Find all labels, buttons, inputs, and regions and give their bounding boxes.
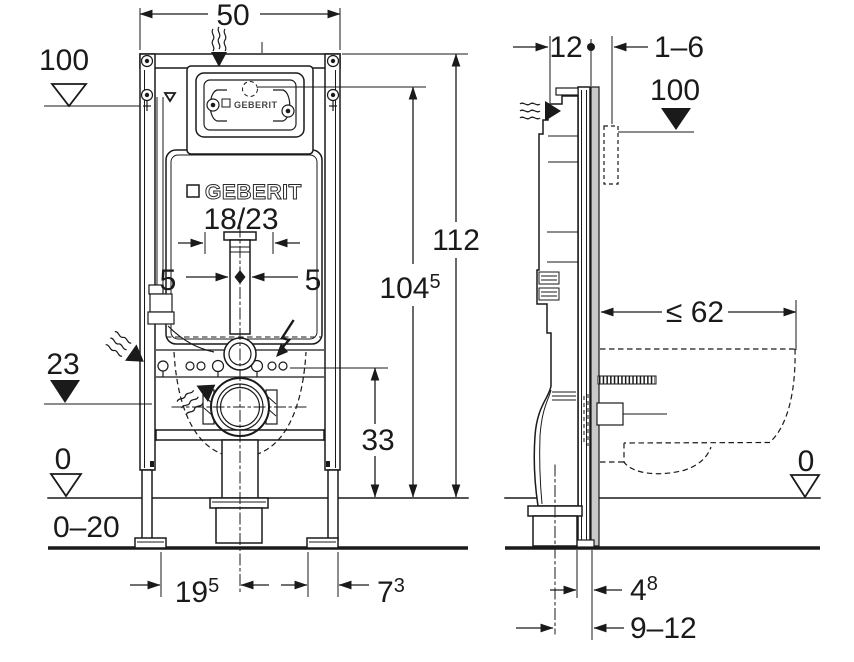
wc-pan-outline-side xyxy=(600,348,796,475)
cistern-brand-label: GEBERIT xyxy=(205,181,302,204)
dim-total-height: 112 xyxy=(342,53,480,498)
datum-outlet-height: 23 xyxy=(44,348,152,405)
dim-cistern-size xyxy=(178,232,300,254)
floor-datum-side-label: 0 xyxy=(798,445,815,478)
front-view: GEBERIT GEBERIT 18/23 5 5 xyxy=(39,0,480,609)
flush-water-arrow-inner-icon xyxy=(176,384,216,415)
cistern-size-label: 18/23 xyxy=(203,203,278,236)
outlet-datum-label: 23 xyxy=(46,348,79,381)
axis-to-edge-label: 73 xyxy=(377,575,405,609)
frame-width-label: 50 xyxy=(216,0,249,32)
datum-level-marker-icon xyxy=(789,474,821,499)
bowl-depth-label: ≤ 62 xyxy=(666,296,724,329)
fixing-height-label: 33 xyxy=(361,424,394,457)
supply-height-sup: 5 xyxy=(429,271,440,293)
drain-pipe xyxy=(209,439,269,544)
datum-level-marker-icon xyxy=(50,83,88,108)
meter-datum-label: 100 xyxy=(39,44,89,77)
datum-floor-side: 0 xyxy=(789,445,821,499)
fixing-row xyxy=(156,349,388,378)
leg-to-axis-base: 19 xyxy=(175,576,208,609)
frame-leg-left xyxy=(141,469,153,541)
dim-finish-thickness: 1–6 xyxy=(611,31,704,124)
finish-thickness-label: 1–6 xyxy=(654,31,704,64)
supply-connection-mark xyxy=(242,81,258,97)
frame-depth-label: 12 xyxy=(549,31,582,64)
dim-fixing-height: 33 xyxy=(361,367,395,498)
meter-mark-left-icon xyxy=(163,92,177,103)
axis-to-edge-sup: 3 xyxy=(394,575,405,597)
wall-panel xyxy=(590,86,600,547)
foot-plate-right xyxy=(306,537,339,549)
dim-frame-depth: 12 xyxy=(513,31,595,103)
axis-to-edge-base: 7 xyxy=(377,576,394,609)
mounting-frame xyxy=(134,53,341,549)
dim-bowl-depth: ≤ 62 xyxy=(600,296,797,350)
floor-datum-label: 0 xyxy=(55,443,72,476)
brand-square-icon xyxy=(186,184,200,198)
dim-frame-width: 50 xyxy=(139,0,341,50)
fixing-rod xyxy=(597,375,657,385)
foot-plate-left xyxy=(134,537,167,549)
supply-height-label: 1045 xyxy=(379,271,440,305)
datum-level-marker-filled-icon xyxy=(661,108,691,130)
side-view: 12 1–6 100 ≤ 62 0 48 xyxy=(513,31,821,645)
leg-to-axis-label: 195 xyxy=(175,575,220,609)
access-shaft: GEBERIT xyxy=(186,65,314,155)
floor-buildup-label: 0–20 xyxy=(53,511,120,544)
cistern-branding: GEBERIT 18/23 xyxy=(186,181,302,236)
outlet-offset-base: 4 xyxy=(630,574,647,607)
supply-height-base: 104 xyxy=(379,272,429,305)
offset-left-label: 5 xyxy=(160,264,177,297)
water-supply-arrow-icon xyxy=(211,26,263,67)
frame-rail-side xyxy=(577,86,591,547)
datum-floor-front: 0 0–20 xyxy=(49,443,120,544)
wall-finish-section xyxy=(603,125,619,185)
total-height-label: 112 xyxy=(432,224,480,257)
flush-water-arrow-left-icon xyxy=(105,331,144,362)
outlet-connector xyxy=(583,394,667,446)
datum-level-marker-icon xyxy=(49,473,83,498)
leg-to-axis-sup: 5 xyxy=(208,575,219,597)
frame-leg-right xyxy=(327,469,339,541)
dim-bottom-side: 48 9–12 xyxy=(516,550,697,645)
plate-brand-label: GEBERIT xyxy=(234,100,278,110)
datum-level-marker-filled-icon xyxy=(50,380,80,403)
cistern-side-profile xyxy=(527,95,583,547)
axis-to-wall-label: 9–12 xyxy=(630,612,697,645)
datum-meter-front: 100 xyxy=(39,44,140,108)
offset-right-label: 5 xyxy=(305,264,322,297)
plate-logo-square-icon xyxy=(221,98,231,108)
outlet-offset-sup: 8 xyxy=(647,573,658,595)
meter-datum-side-label: 100 xyxy=(650,74,700,107)
datum-meter-side: 100 xyxy=(618,74,700,133)
outlet-offset-label: 48 xyxy=(630,573,658,607)
wall-plane-dot-icon xyxy=(587,43,595,51)
dim-bottom-front: 195 73 xyxy=(130,552,405,609)
water-supply-arrow-side-icon xyxy=(519,101,561,121)
dim-supply-height: 1045 xyxy=(258,86,441,498)
